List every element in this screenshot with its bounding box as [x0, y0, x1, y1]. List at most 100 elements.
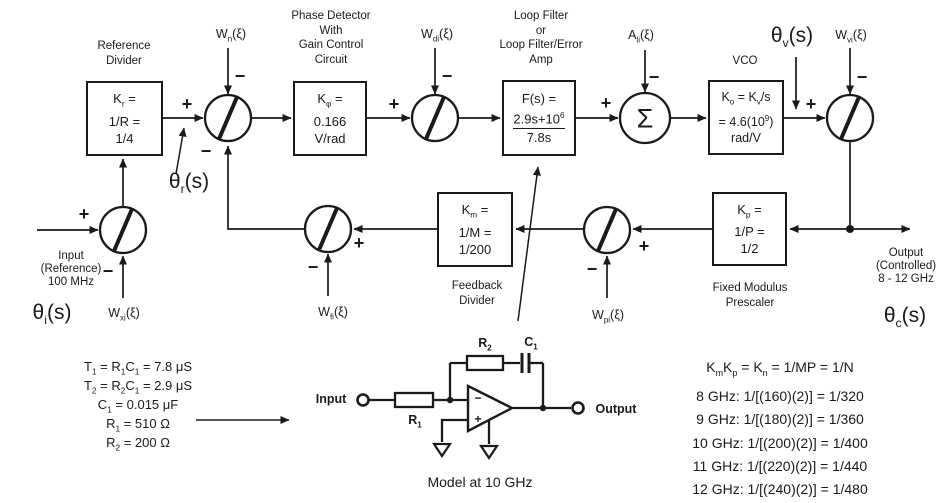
block-line: 1/2 — [740, 241, 759, 257]
summing-junctions — [98, 91, 875, 255]
caption-phase-detector: Phase Detector With Gain Control Circuit — [291, 10, 371, 66]
equation-line: T2 = R2C1 = 2.9 μS — [83, 377, 193, 396]
block-line: Kr = — [113, 91, 136, 109]
block-line: F(s) = — [521, 90, 557, 106]
block-line: 1/P = — [734, 224, 765, 240]
opamp-triangle — [466, 384, 515, 433]
block-line: 1/4 — [115, 130, 134, 146]
caption-vco: VCO — [732, 55, 758, 67]
label-wxi: Wxi(ξ) — [108, 305, 140, 323]
loop-filter-model-arrow — [517, 166, 541, 322]
minus-sign: − — [648, 67, 660, 87]
plus-sign: + — [805, 94, 817, 114]
block-line: = 4.6(109) — [718, 113, 774, 129]
minus-sign: − — [234, 66, 246, 86]
summing-junction-vco-output — [825, 93, 875, 143]
block-line: Km = — [461, 202, 489, 220]
block-line: 1/M = — [458, 224, 492, 240]
plus-sign: + — [600, 93, 612, 113]
summing-junction-prescaler — [582, 205, 632, 255]
model-caption: Model at 10 GHz — [427, 474, 533, 490]
block-prescaler: Kp = 1/P = 1/2 — [712, 192, 787, 266]
opamp-noninverting-input-sign: + — [474, 412, 482, 426]
equation-line: T1 = R1C1 = 7.8 μS — [83, 359, 193, 377]
caption-loop-filter: Loop Filter or Loop Filter/Error Amp — [499, 10, 583, 66]
opamp-r2-label: R2 — [478, 335, 492, 353]
input-terminal — [356, 393, 370, 407]
capacitor-c1 — [520, 353, 531, 373]
block-line: 1/200 — [458, 241, 492, 257]
ground-symbol-2 — [478, 444, 500, 460]
block-line-numerator: 2.9s+106 — [513, 107, 565, 130]
minus-sign: − — [102, 261, 114, 281]
resistor-r2 — [465, 354, 505, 372]
caption-feedback-divider: Feedback Divider — [451, 280, 503, 307]
divider-ratio-equations: KmKp = Kn = 1/MP = 1/N 8 GHz: 1/[(160)(2… — [655, 356, 905, 502]
summing-junction-detector — [410, 93, 460, 143]
minus-sign: − — [441, 66, 453, 86]
block-line: 1/R = — [108, 113, 141, 129]
equation-line: 9 GHz: 1/[(180)(2)] = 1/360 — [696, 411, 864, 428]
minus-sign: − — [200, 141, 212, 161]
summing-junction-feedback — [303, 204, 353, 254]
block-loop-filter: F(s) = 2.9s+106 7.8s — [502, 80, 576, 156]
label-wvi: Wvi(ξ) — [835, 27, 867, 45]
output-tap-node — [846, 225, 854, 233]
opamp-circuit — [356, 353, 585, 460]
minus-sign: − — [856, 67, 868, 87]
block-line: Kφ = — [317, 91, 343, 109]
output-description: Output (Controlled) 8 - 12 GHz — [875, 247, 937, 285]
label-wn: Wn(ξ) — [215, 26, 247, 44]
plus-sign: + — [353, 233, 365, 253]
resistor-r1 — [393, 391, 435, 409]
block-reference-divider: Kr = 1/R = 1/4 — [86, 81, 163, 156]
opamp-c1-label: C1 — [524, 334, 538, 352]
equation-line: 12 GHz: 1/[(240)(2)] = 1/480 — [692, 481, 868, 498]
input-description: Input (Reference) 100 MHz — [40, 250, 102, 288]
theta-r-pointer-arrow — [175, 127, 187, 175]
ground-symbol-1 — [431, 442, 453, 458]
opamp-r1-label: R1 — [408, 412, 422, 430]
signal-wires — [37, 48, 911, 298]
annotation-arrows — [175, 127, 541, 424]
block-phase-detector: Kφ = 0.166 V/rad — [293, 81, 367, 156]
minus-sign: − — [307, 257, 319, 277]
label-theta-i: θi(s) — [32, 300, 72, 328]
equation-line: 8 GHz: 1/[(160)(2)] = 1/320 — [696, 388, 864, 405]
block-line: Kp = — [737, 201, 762, 220]
opamp-output-label: Output — [595, 402, 637, 416]
equation-line: R2 = 200 Ω — [106, 434, 170, 453]
sigma-symbol: Σ — [636, 103, 654, 134]
equation-line: 11 GHz: 1/[(220)(2)] = 1/440 — [692, 457, 868, 474]
label-wfi: Wfi(ξ) — [318, 304, 348, 322]
equation-line: R1 = 510 Ω — [106, 415, 170, 434]
equation-line: C1 = 0.015 μF — [97, 396, 179, 415]
opamp-inverting-input-sign: − — [474, 391, 482, 405]
plus-sign: + — [638, 236, 650, 256]
opamp-input-label: Input — [315, 392, 347, 406]
block-line-denominator: 7.8s — [526, 130, 552, 146]
minus-sign: − — [586, 259, 598, 279]
plus-sign: + — [388, 94, 400, 114]
equation-line: KmKp = Kn = 1/MP = 1/N — [706, 359, 854, 378]
block-line: V/rad — [314, 130, 346, 146]
label-wpi: Wpi(ξ) — [592, 307, 624, 325]
label-theta-v: θv(s) — [770, 23, 814, 51]
label-theta-c: θc(s) — [883, 303, 927, 331]
label-theta-r: θr(s) — [168, 169, 210, 197]
block-line: Ko = Kv/s — [721, 90, 771, 107]
output-terminal — [571, 401, 585, 415]
caption-reference-divider: Reference Divider — [97, 40, 151, 67]
caption-prescaler: Fixed Modulus Prescaler — [712, 282, 788, 309]
summing-junction-sigma — [618, 91, 672, 145]
block-vco: Ko = Kv/s = 4.6(109) rad/V — [708, 80, 784, 155]
plus-sign: + — [181, 94, 193, 114]
component-equations: T1 = R1C1 = 7.8 μS T2 = R2C1 = 2.9 μS C1… — [48, 359, 228, 454]
block-line: 0.166 — [313, 113, 347, 129]
equation-line: 10 GHz: 1/[(200)(2)] = 1/400 — [692, 434, 868, 451]
summing-junction-input — [98, 205, 148, 255]
label-wdi: Wdi(ξ) — [421, 26, 453, 44]
plus-sign: + — [78, 204, 90, 224]
